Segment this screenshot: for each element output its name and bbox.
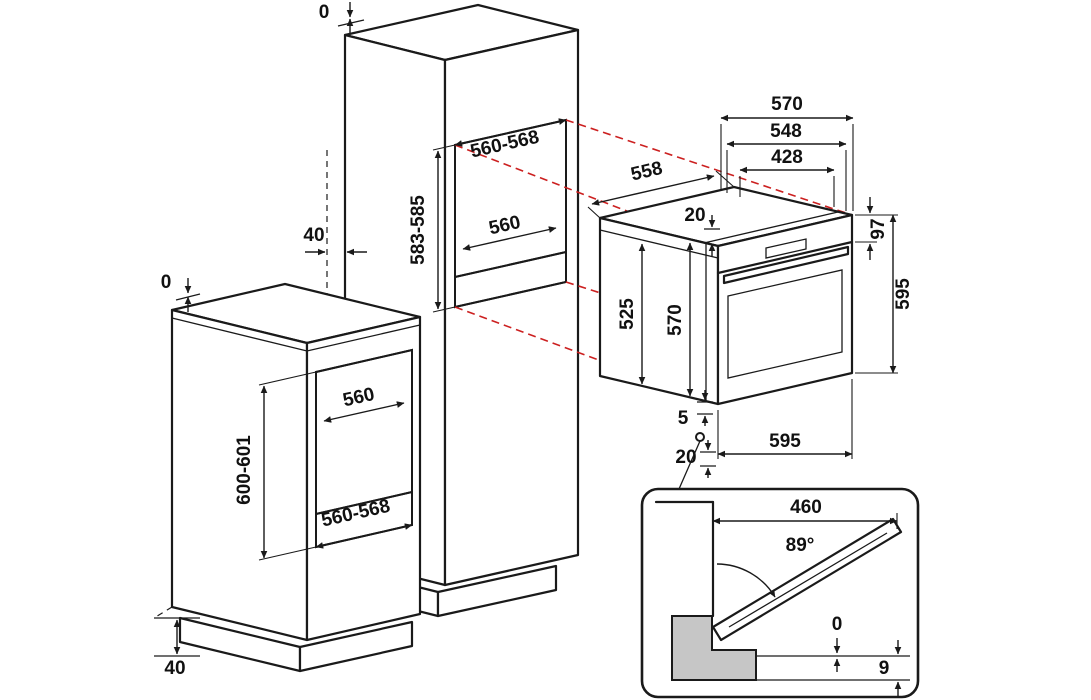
tall-cabinet-front-face bbox=[443, 28, 580, 587]
dim-oven-bottom-clearance: 20 bbox=[675, 447, 696, 468]
dim-tall-top-clearance: 0 bbox=[319, 2, 330, 23]
dim-base-bottom-clearance: 40 bbox=[164, 658, 185, 679]
dim-oven-bottom-inset: 5 bbox=[678, 408, 689, 429]
oven-door-glass bbox=[727, 269, 843, 379]
base-cabinet-plinth-right bbox=[298, 620, 414, 673]
dim-tall-side-clearance: 40 bbox=[303, 225, 324, 246]
dim-oven-front-height: 570 bbox=[665, 304, 686, 336]
dim-base-niche-height: 600-601 bbox=[234, 435, 255, 505]
dim-oven-depth-inner: 428 bbox=[771, 147, 803, 168]
dim-tall-niche-height: 583-585 bbox=[408, 195, 429, 265]
dim-oven-fascia-height: 97 bbox=[868, 218, 889, 239]
oven-fascia-line bbox=[716, 240, 854, 275]
open-door bbox=[711, 517, 903, 642]
base-cabinet-front-face bbox=[305, 315, 422, 642]
dim-base-top-clearance: 0 bbox=[161, 272, 172, 293]
dim-oven-door-height: 525 bbox=[617, 298, 638, 330]
oven-side-panel-line bbox=[599, 229, 719, 259]
oven bbox=[598, 185, 854, 406]
open-door-glass-line bbox=[728, 532, 888, 628]
oven-handle bbox=[722, 245, 850, 285]
dim-door-reach: 460 bbox=[790, 497, 822, 518]
tall-cabinet-plinth-right bbox=[436, 564, 558, 618]
dim-oven-depth-with-door: 570 bbox=[771, 94, 803, 115]
dim-oven-width: 595 bbox=[769, 431, 801, 452]
door-detail: 460 89° 0 9 bbox=[640, 487, 920, 699]
dim-door-floor-gap: 9 bbox=[879, 658, 890, 679]
base-cabinet bbox=[170, 282, 422, 673]
oven-top-panel-line bbox=[703, 211, 839, 244]
detail-reference-point bbox=[695, 432, 705, 442]
dim-door-flush-gap: 0 bbox=[832, 614, 843, 635]
door-angle-arc bbox=[716, 563, 776, 598]
dim-oven-height: 595 bbox=[893, 278, 914, 310]
oven-display bbox=[765, 238, 807, 259]
worktop-edge bbox=[171, 317, 421, 352]
dim-oven-depth-body: 548 bbox=[770, 121, 802, 142]
dim-oven-top-inset: 20 bbox=[684, 205, 705, 226]
dim-door-angle: 89° bbox=[786, 535, 815, 556]
oven-dimensions: 570 548 428 558 20 97 595 525 570 5 bbox=[587, 94, 914, 589]
